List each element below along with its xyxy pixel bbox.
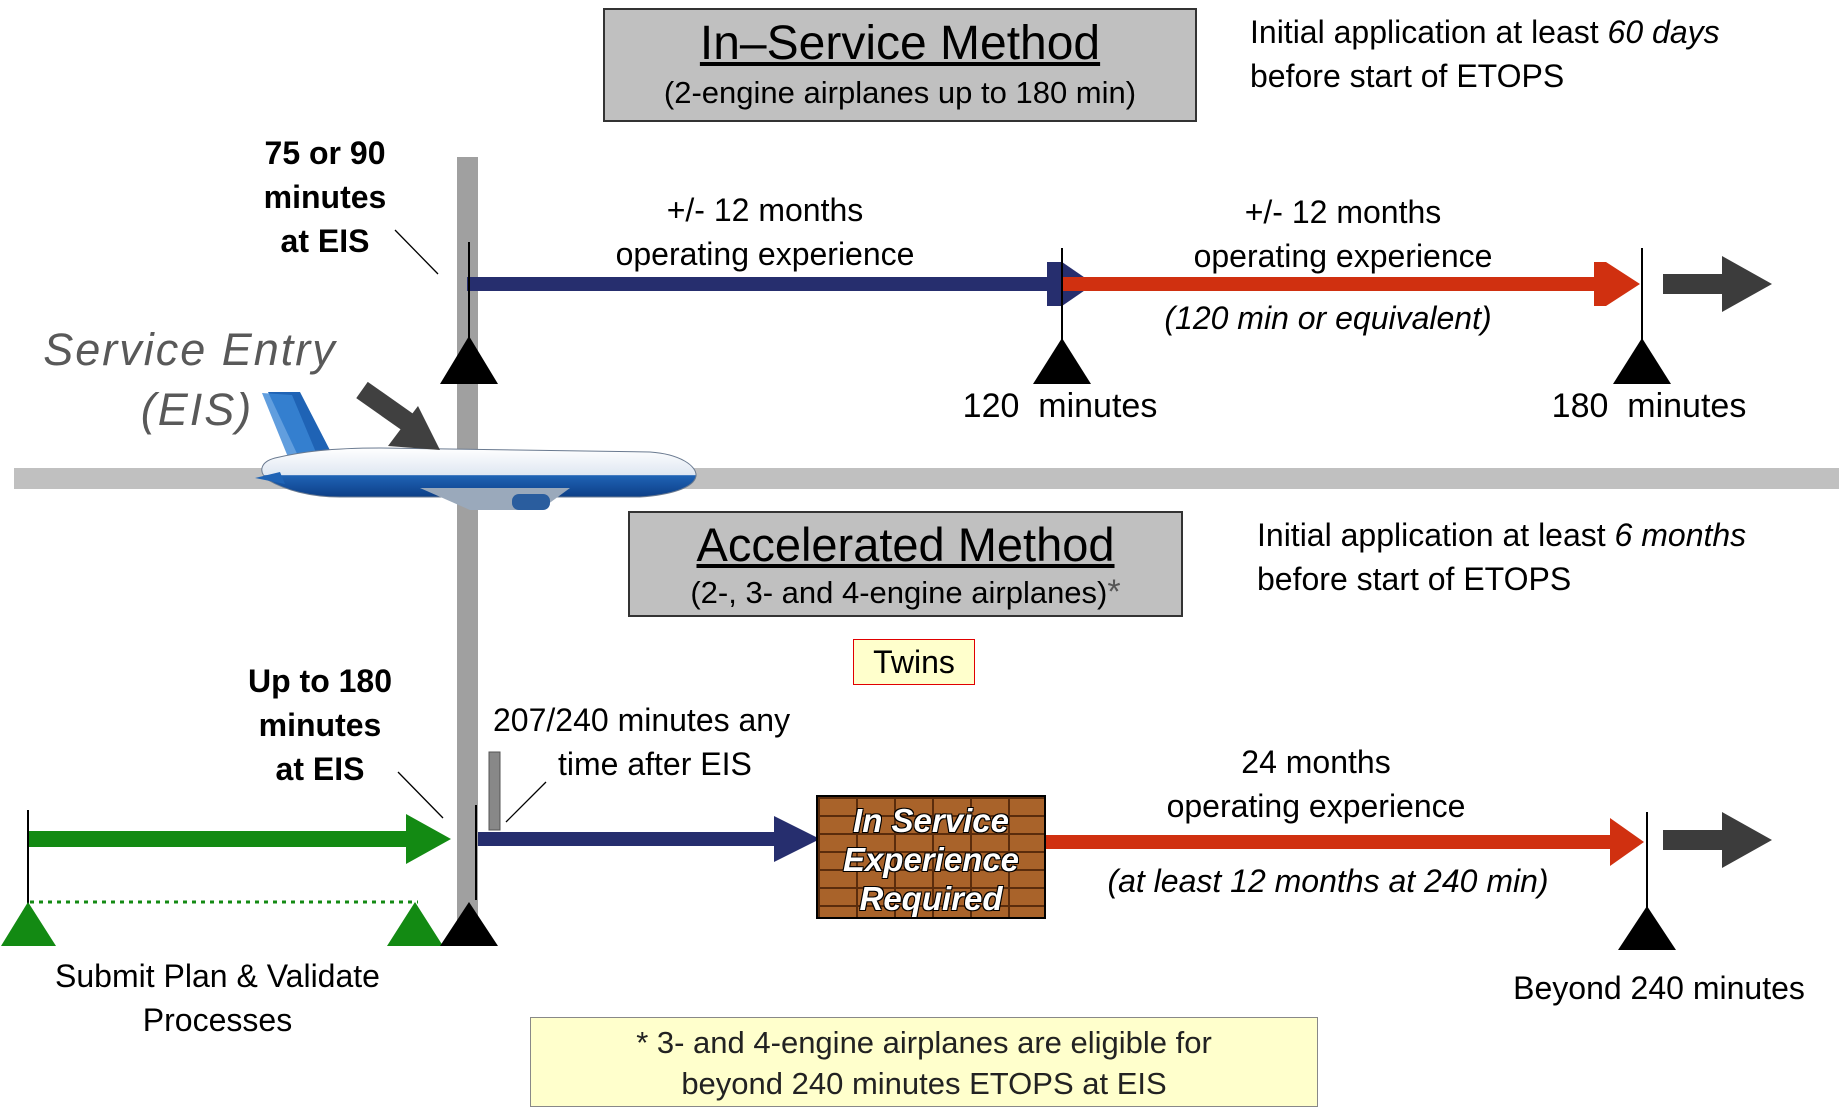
brick-wall-line: Experience	[842, 841, 1020, 878]
accelerated-arrow-navy	[478, 816, 820, 862]
footnote-box: * 3- and 4-engine airplanes are eligible…	[530, 1017, 1318, 1107]
application-line2: before start of ETOPS	[1257, 561, 1572, 597]
triangle-milestone-icon	[440, 336, 498, 384]
accelerated-subtitle-text: (2-, 3- and 4-engine airplanes)	[690, 575, 1108, 610]
brick-wall: In Service Experience Required	[816, 795, 1046, 919]
phase-line: operating experience	[1166, 788, 1466, 824]
accelerated-phase-label: 24 months operating experience	[1116, 740, 1516, 828]
phase-line: +/- 12 months	[1244, 194, 1442, 230]
accelerated-arrow-continue	[1663, 812, 1772, 868]
any-time-note: 207/240 minutes any time after EIS	[493, 698, 790, 786]
submit-plan-arrow-green	[27, 814, 451, 864]
in-service-arrow-red	[1062, 262, 1640, 306]
asterisk: *	[1107, 573, 1121, 611]
eis-label-line: at EIS	[280, 223, 370, 259]
in-service-method-box: In–Service Method (2-engine airplanes up…	[603, 8, 1197, 122]
engine	[512, 494, 550, 510]
application-emphasis: 60 days	[1607, 14, 1720, 50]
brick-wall-line: Required	[859, 880, 1003, 917]
triangle-milestone-icon	[440, 902, 498, 946]
milestone-120-label: 120 minutes	[962, 387, 1158, 425]
in-service-phase1-label: +/- 12 months operating experience	[565, 188, 965, 276]
in-service-method-subtitle: (2-engine airplanes up to 180 min)	[663, 75, 1137, 110]
triangle-milestone-icon	[1613, 338, 1671, 384]
accelerated-application-note: Initial application at least 6 months be…	[1257, 513, 1746, 601]
triangle-milestone-icon	[387, 902, 443, 946]
eis-leader-line	[394, 229, 439, 275]
eis-label-line: minutes	[258, 707, 382, 743]
in-service-application-note: Initial application at least 60 days bef…	[1250, 10, 1720, 98]
any-time-leader-line	[505, 781, 547, 823]
accelerated-method-subtitle: (2-, 3- and 4-engine airplanes)*	[630, 573, 1181, 612]
submit-plan-label: Submit Plan & Validate Processes	[10, 954, 425, 1042]
eis-label-line: at EIS	[275, 751, 365, 787]
eis-label-line: minutes	[263, 179, 387, 215]
triangle-milestone-icon	[1618, 906, 1676, 950]
service-entry-line1: Service Entry	[43, 324, 337, 375]
eis-vertical-line	[457, 157, 478, 937]
in-service-method-title: In–Service Method	[699, 17, 1101, 70]
milestone-180-label: 180 minutes	[1551, 387, 1747, 425]
any-time-bar	[488, 751, 501, 831]
application-prefix: Initial application at least	[1257, 517, 1615, 553]
application-emphasis: 6 months	[1614, 517, 1747, 553]
any-time-line: time after EIS	[558, 746, 752, 782]
accelerated-method-title: Accelerated Method	[696, 518, 1115, 571]
phase-line: operating experience	[615, 236, 915, 272]
submit-line: Submit Plan & Validate	[55, 958, 380, 994]
eis-pointer-arrow	[356, 381, 440, 450]
eis-leader-line	[397, 771, 444, 819]
triangle-milestone-icon	[1, 902, 56, 946]
accelerated-eis-label: Up to 180 minutes at EIS	[225, 659, 415, 791]
in-service-arrow-continue	[1663, 256, 1772, 312]
application-prefix: Initial application at least	[1250, 14, 1608, 50]
brick-wall-line: In Service	[853, 802, 1009, 839]
footnote-line: beyond 240 minutes ETOPS at EIS	[681, 1066, 1167, 1101]
service-entry-line2: (EIS)	[140, 384, 254, 435]
phase-line: +/- 12 months	[666, 192, 864, 228]
service-entry-label: Service Entry (EIS)	[5, 320, 375, 440]
accelerated-phase-note: (at least 12 months at 240 min)	[1107, 863, 1549, 899]
phase-line: 24 months	[1241, 744, 1391, 780]
twins-badge: Twins	[853, 639, 975, 685]
in-service-eis-label: 75 or 90 minutes at EIS	[230, 131, 420, 263]
accelerated-method-box: Accelerated Method (2-, 3- and 4-engine …	[628, 511, 1183, 617]
in-service-phase2-label: +/- 12 months operating experience	[1143, 190, 1543, 278]
phase-line: operating experience	[1193, 238, 1493, 274]
submit-line: Processes	[142, 1002, 293, 1038]
accelerated-arrow-red	[1044, 818, 1644, 866]
eis-label-line: 75 or 90	[264, 135, 386, 171]
milestone-beyond-240-label: Beyond 240 minutes	[1513, 970, 1805, 1006]
eis-label-line: Up to 180	[247, 663, 393, 699]
footnote-line: * 3- and 4-engine airplanes are eligible…	[636, 1025, 1212, 1060]
in-service-phase2-note: (120 min or equivalent)	[1164, 300, 1492, 336]
any-time-line: 207/240 minutes any	[493, 702, 791, 738]
triangle-milestone-icon	[1033, 338, 1091, 384]
application-line2: before start of ETOPS	[1250, 58, 1565, 94]
airplane-icon	[255, 392, 697, 510]
